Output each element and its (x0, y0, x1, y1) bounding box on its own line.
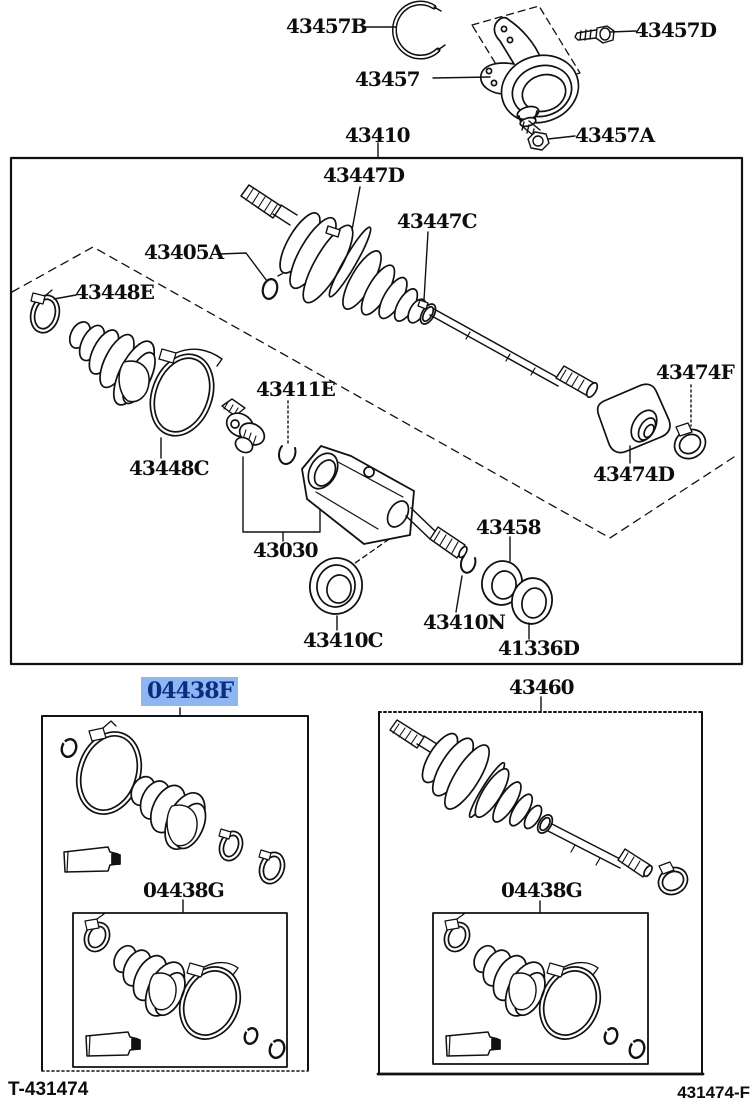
snap-ring-43457b-drawing (392, 0, 446, 60)
cover-41336d-drawing (511, 577, 553, 625)
part-label-43458[interactable]: 43458 (476, 515, 542, 539)
bolt-43457d-drawing (574, 25, 615, 44)
bearing-bracket-43457-drawing (480, 16, 580, 128)
part-label-43460[interactable]: 43460 (509, 675, 575, 699)
part-label-43411e[interactable]: 43411E (256, 377, 336, 401)
part-label-43457b[interactable]: 43457B (286, 14, 367, 38)
damper-43474d-drawing (596, 383, 671, 454)
outboard-axle-drawing (240, 184, 599, 399)
leader-lines-top (361, 26, 637, 159)
figure-code-right: 431474-F (677, 1083, 750, 1102)
clip-43410n-drawing (459, 555, 477, 574)
leader-lines-main (53, 186, 692, 640)
tripod-joint-43030-drawing (221, 398, 266, 454)
boot-kit-box-04438f (41, 715, 309, 1072)
part-label-43410n[interactable]: 43410N (423, 610, 506, 634)
part-label-43457a[interactable]: 43457A (575, 123, 655, 147)
seal-43410c-drawing (309, 557, 363, 615)
part-label-43474f[interactable]: 43474F (656, 360, 735, 384)
figure-code-left: T-431474 (8, 1079, 89, 1100)
part-label-43405a[interactable]: 43405A (144, 240, 224, 264)
part-label-43447c[interactable]: 43447C (397, 209, 477, 233)
inner-kit-box-right (432, 912, 649, 1065)
bolt-43457a-drawing (521, 120, 550, 151)
part-label-41336d[interactable]: 41336D (498, 636, 580, 660)
part-label-43448e[interactable]: 43448E (75, 280, 155, 304)
snap-ring-43411e-drawing (278, 445, 297, 465)
part-label-43410[interactable]: 43410 (345, 123, 411, 147)
part-label-04438g-left[interactable]: 04438G (143, 878, 225, 902)
clamp-43448e-drawing (29, 289, 61, 334)
axle-box-43460 (376, 711, 705, 1076)
main-assembly-box (9, 156, 744, 666)
inboard-boot-drawing (68, 321, 156, 406)
clamp-43474f-drawing (673, 422, 707, 460)
inner-kit-box-left (72, 912, 288, 1068)
kit-b-contents (83, 913, 286, 1059)
kit-c-contents (438, 912, 648, 1062)
part-label-43030[interactable]: 43030 (253, 538, 319, 562)
part-label-04438g-right[interactable]: 04438G (501, 878, 583, 902)
part-label-43457d[interactable]: 43457D (635, 18, 717, 42)
inner-joint-housing-drawing (301, 445, 468, 559)
oring-43405a-drawing (261, 278, 279, 300)
part-label-43457[interactable]: 43457 (355, 67, 421, 91)
part-label-04438f-highlighted[interactable]: 04438F (141, 677, 239, 706)
part-label-43474d[interactable]: 43474D (593, 462, 675, 486)
kit-a-contents (60, 720, 286, 885)
axle-43460-drawing (389, 719, 689, 896)
part-label-43447d[interactable]: 43447D (323, 163, 405, 187)
clamp-43448c-drawing (149, 348, 223, 437)
part-label-43448c[interactable]: 43448C (129, 456, 209, 480)
part-label-43410c[interactable]: 43410C (303, 628, 383, 652)
